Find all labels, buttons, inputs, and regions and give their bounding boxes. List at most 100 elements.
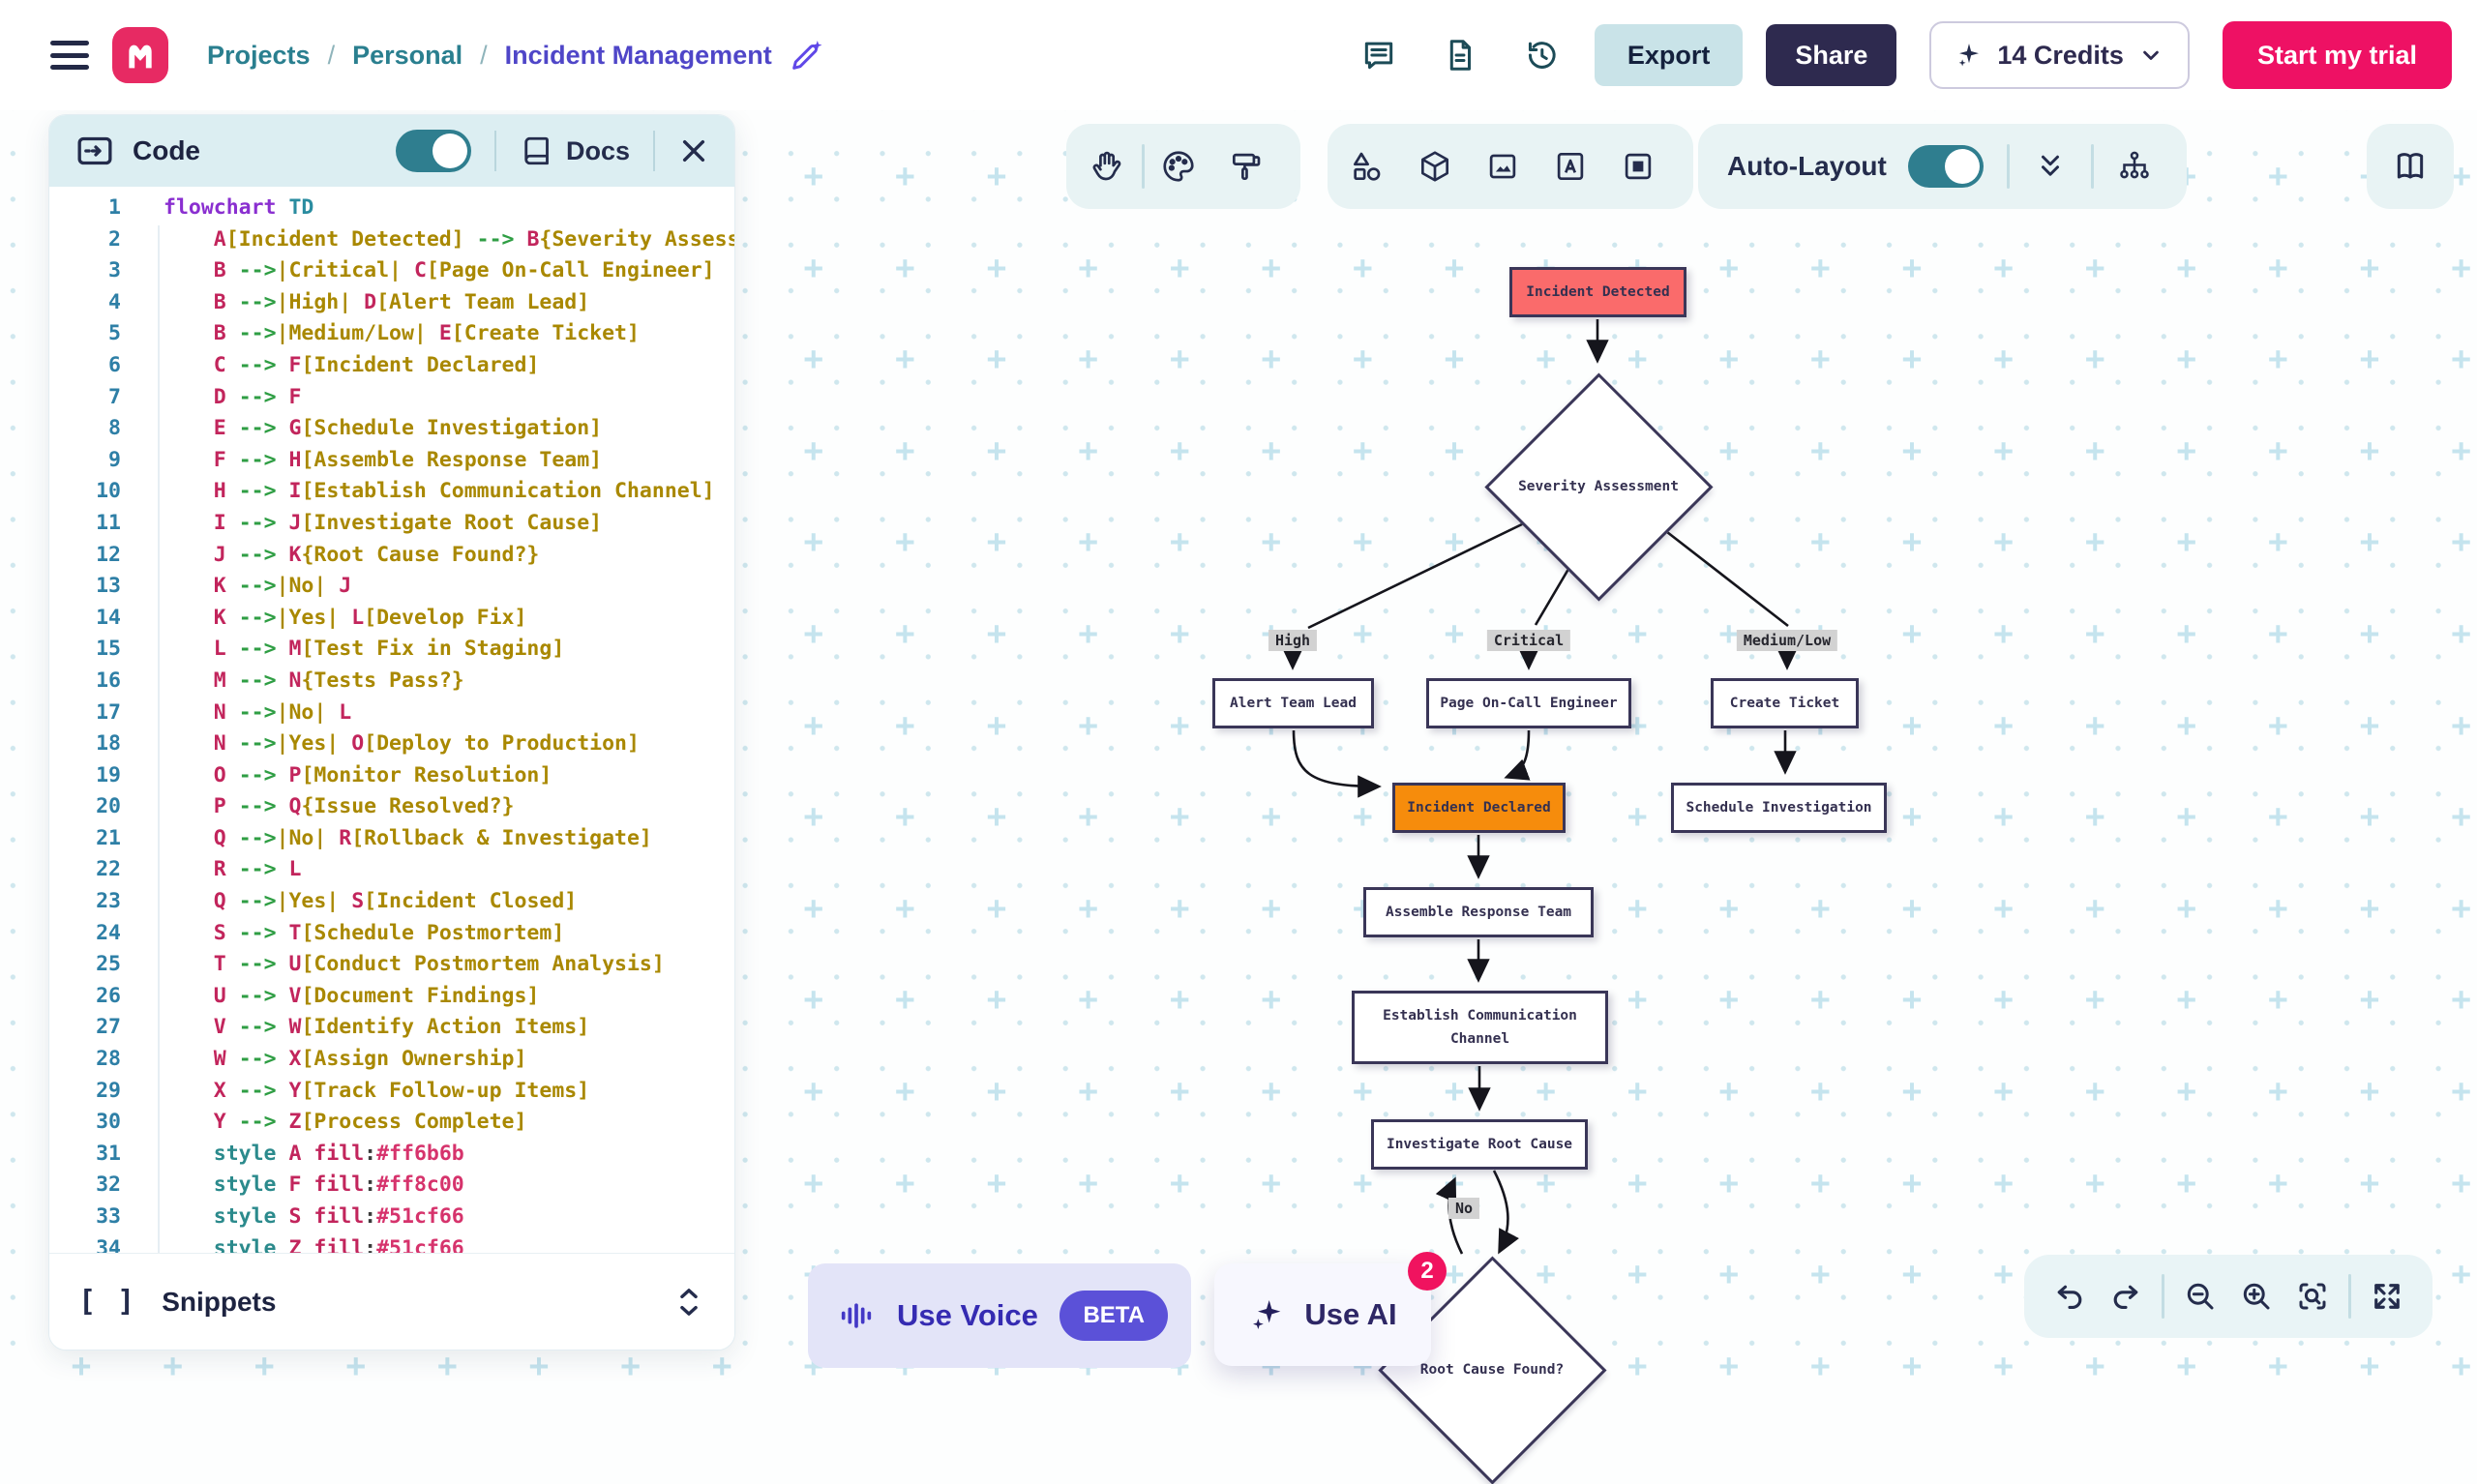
insert-container-button[interactable] bbox=[1604, 124, 1672, 209]
breadcrumb-personal[interactable]: Personal bbox=[352, 40, 463, 70]
diagram-node-alert-team-lead[interactable]: Alert Team Lead bbox=[1212, 678, 1374, 728]
code-line[interactable]: 4 B -->|High| D[Alert Team Lead] bbox=[108, 289, 590, 314]
zoom-out-button[interactable] bbox=[2172, 1255, 2228, 1338]
code-line[interactable]: 27 V --> W[Identify Action Items] bbox=[96, 1015, 590, 1040]
history-clock-icon bbox=[1528, 42, 1556, 69]
use-voice-label: Use Voice bbox=[897, 1298, 1038, 1332]
undo-icon bbox=[2057, 1285, 2082, 1309]
toolbar-divider bbox=[1142, 144, 1145, 189]
open-book-icon bbox=[2397, 153, 2424, 179]
breadcrumb-separator: / bbox=[327, 40, 336, 70]
snippets-label: Snippets bbox=[162, 1286, 277, 1317]
breadcrumb-current-document[interactable]: Incident Management bbox=[504, 40, 772, 70]
menu-button[interactable] bbox=[50, 41, 89, 70]
pan-tool-button[interactable] bbox=[1074, 124, 1142, 209]
use-voice-button[interactable]: Use Voice BETA bbox=[808, 1263, 1191, 1368]
code-line[interactable]: 18 N -->|Yes| O[Deploy to Production] bbox=[96, 731, 640, 757]
code-line[interactable]: 32 style F fill:#ff8c00 bbox=[96, 1172, 464, 1198]
beta-badge: BETA bbox=[1059, 1291, 1168, 1341]
export-button[interactable]: Export bbox=[1594, 24, 1744, 86]
share-button[interactable]: Share bbox=[1766, 24, 1897, 86]
code-line[interactable]: 31 style A fill:#ff6b6b bbox=[96, 1141, 464, 1166]
theme-palette-button[interactable] bbox=[1145, 124, 1212, 209]
diagram-node-incident-detected[interactable]: Incident Detected bbox=[1509, 267, 1686, 317]
diagram-node-page-on-call-engineer[interactable]: Page On-Call Engineer bbox=[1426, 678, 1631, 728]
code-line[interactable]: 23 Q -->|Yes| S[Incident Closed] bbox=[96, 889, 578, 914]
code-line[interactable]: 7 D --> F bbox=[108, 384, 302, 409]
use-ai-button[interactable]: Use AI 2 bbox=[1214, 1252, 1447, 1366]
fullscreen-button[interactable] bbox=[2359, 1255, 2415, 1338]
zoom-in-button[interactable] bbox=[2228, 1255, 2284, 1338]
code-line[interactable]: 6 C --> F[Incident Declared] bbox=[108, 352, 540, 377]
code-line[interactable]: 24 S --> T[Schedule Postmortem] bbox=[96, 920, 565, 945]
edge-label-high: High bbox=[1268, 630, 1318, 651]
version-history-button[interactable] bbox=[1523, 37, 1560, 74]
code-line[interactable]: 25 T --> U[Conduct Postmortem Analysis] bbox=[96, 952, 665, 977]
zoom-to-fit-button[interactable] bbox=[2284, 1255, 2341, 1338]
insert-text-button[interactable] bbox=[1537, 124, 1604, 209]
insert-3d-shape-button[interactable] bbox=[1401, 124, 1469, 209]
code-line[interactable]: 19 O --> P[Monitor Resolution] bbox=[96, 762, 552, 787]
app-logo[interactable] bbox=[112, 27, 168, 83]
indent-guide bbox=[158, 225, 160, 1253]
expand-collapse-icon[interactable] bbox=[672, 1283, 705, 1321]
layout-direction-button[interactable] bbox=[2117, 149, 2152, 184]
code-line[interactable]: 34 style Z fill:#51cf66 bbox=[96, 1235, 464, 1253]
insert-image-button[interactable] bbox=[1469, 124, 1537, 209]
canvas-toolbar-insert bbox=[1328, 124, 1693, 209]
code-line[interactable]: 26 U --> V[Document Findings] bbox=[96, 983, 540, 1008]
diagram-node-incident-declared[interactable]: Incident Declared bbox=[1392, 783, 1566, 833]
diagram-node-schedule-investigation[interactable]: Schedule Investigation bbox=[1671, 783, 1887, 833]
rename-document-button[interactable] bbox=[788, 36, 826, 74]
edit-pencil-sparkle-icon bbox=[791, 41, 822, 70]
code-line[interactable]: 22 R --> L bbox=[96, 857, 302, 882]
start-trial-button[interactable]: Start my trial bbox=[2222, 21, 2452, 89]
code-line[interactable]: 2 A[Incident Detected] --> B{Severity As… bbox=[108, 226, 734, 252]
code-line[interactable]: 8 E --> G[Schedule Investigation] bbox=[108, 416, 603, 441]
cube-icon bbox=[1420, 151, 1449, 182]
code-line[interactable]: 28 W --> X[Assign Ownership] bbox=[96, 1047, 527, 1072]
code-line[interactable]: 11 I --> J[Investigate Root Cause] bbox=[96, 510, 603, 535]
comments-button[interactable] bbox=[1360, 37, 1397, 74]
code-line[interactable]: 20 P --> Q{Issue Resolved?} bbox=[96, 794, 515, 819]
auto-layout-toggle[interactable] bbox=[1907, 145, 1984, 188]
double-chevron-down-icon bbox=[2041, 155, 2059, 176]
styling-brush-button[interactable] bbox=[1212, 124, 1280, 209]
auto-layout-toolbar: Auto-Layout bbox=[1698, 124, 2187, 209]
code-line[interactable]: 16 M --> N{Tests Pass?} bbox=[96, 668, 464, 693]
code-line[interactable]: 14 K -->|Yes| L[Develop Fix] bbox=[96, 605, 527, 630]
code-line[interactable]: 30 Y --> Z[Process Complete] bbox=[96, 1110, 527, 1135]
code-sync-toggle[interactable] bbox=[395, 130, 471, 172]
docs-button[interactable]: Docs bbox=[520, 134, 630, 168]
breadcrumb-separator: / bbox=[480, 40, 488, 70]
diagram-node-create-ticket[interactable]: Create Ticket bbox=[1711, 678, 1859, 728]
diagram-node-assemble-response-team[interactable]: Assemble Response Team bbox=[1363, 887, 1594, 937]
breadcrumb-projects[interactable]: Projects bbox=[207, 40, 311, 70]
close-panel-button[interactable] bbox=[678, 135, 709, 166]
document-notes-button[interactable] bbox=[1442, 37, 1478, 74]
redo-button[interactable] bbox=[2098, 1255, 2154, 1338]
code-line[interactable]: 17 N -->|No| L bbox=[96, 699, 352, 725]
mermaid-logo-icon bbox=[129, 45, 152, 69]
code-line[interactable]: 33 style S fill:#51cf66 bbox=[96, 1204, 464, 1229]
code-line[interactable]: 13 K -->|No| J bbox=[96, 574, 352, 599]
credits-dropdown[interactable]: 14 Credits bbox=[1929, 21, 2190, 89]
code-line[interactable]: 9 F --> H[Assemble Response Team] bbox=[108, 447, 603, 472]
insert-shape-button[interactable] bbox=[1333, 124, 1401, 209]
sparkle-icon bbox=[1959, 44, 1980, 67]
code-line[interactable]: 29 X --> Y[Track Follow-up Items] bbox=[96, 1078, 590, 1103]
collapse-all-button[interactable] bbox=[2033, 149, 2068, 184]
snippets-bar[interactable]: [ ] Snippets bbox=[49, 1253, 734, 1350]
code-line[interactable]: 10 H --> I[Establish Communication Chann… bbox=[96, 479, 715, 504]
code-line[interactable]: 15 L --> M[Test Fix in Staging] bbox=[96, 637, 565, 662]
code-line[interactable]: 5 B -->|Medium/Low| E[Create Ticket] bbox=[108, 321, 640, 346]
diagram-node-establish-communication-channel[interactable]: Establish Communication Channel bbox=[1352, 991, 1608, 1064]
code-line[interactable]: 21 Q -->|No| R[Rollback & Investigate] bbox=[96, 825, 652, 850]
undo-button[interactable] bbox=[2042, 1255, 2098, 1338]
whiteboard-docs-button[interactable] bbox=[2391, 147, 2430, 186]
diagram-node-investigate-root-cause[interactable]: Investigate Root Cause bbox=[1371, 1119, 1588, 1170]
code-line[interactable]: 12 J --> K{Root Cause Found?} bbox=[96, 542, 540, 567]
code-line[interactable]: 3 B -->|Critical| C[Page On-Call Enginee… bbox=[108, 258, 715, 283]
